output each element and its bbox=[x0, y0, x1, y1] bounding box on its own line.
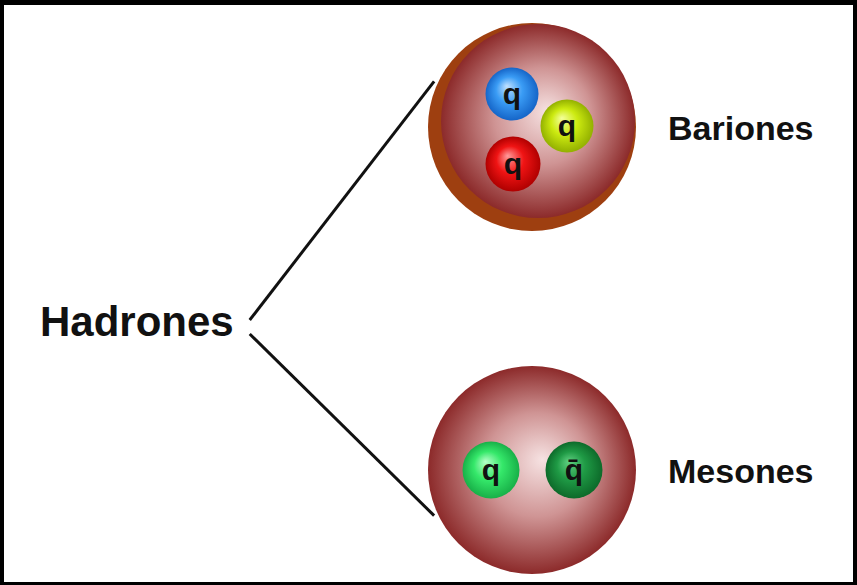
group-label: Bariones bbox=[668, 109, 814, 148]
branch-line bbox=[250, 81, 434, 320]
group-label: Mesones bbox=[668, 452, 814, 491]
quark-circle: q bbox=[485, 67, 539, 121]
white-ground bbox=[4, 5, 853, 582]
quark-symbol: q bbox=[503, 79, 521, 109]
quark-symbol: q bbox=[504, 149, 522, 179]
quark-circle: q bbox=[462, 441, 520, 499]
quark-circle: q̄ bbox=[545, 441, 603, 499]
branch-line bbox=[250, 334, 434, 516]
baryon-circle: Barionesqqq bbox=[428, 23, 636, 231]
hadron-sphere bbox=[428, 23, 636, 231]
hadron-label-node: Hadrones bbox=[38, 294, 236, 350]
quark-symbol: q̄ bbox=[565, 455, 583, 485]
quark-symbol: q bbox=[482, 455, 500, 485]
quark-circle: q bbox=[485, 136, 541, 192]
quark-circle: q bbox=[540, 99, 594, 153]
meson-circle: Mesonesqq̄ bbox=[428, 366, 636, 574]
group-label: Hadrones bbox=[38, 294, 236, 350]
quark-symbol: q bbox=[558, 111, 576, 141]
hadron-sphere bbox=[428, 366, 636, 574]
